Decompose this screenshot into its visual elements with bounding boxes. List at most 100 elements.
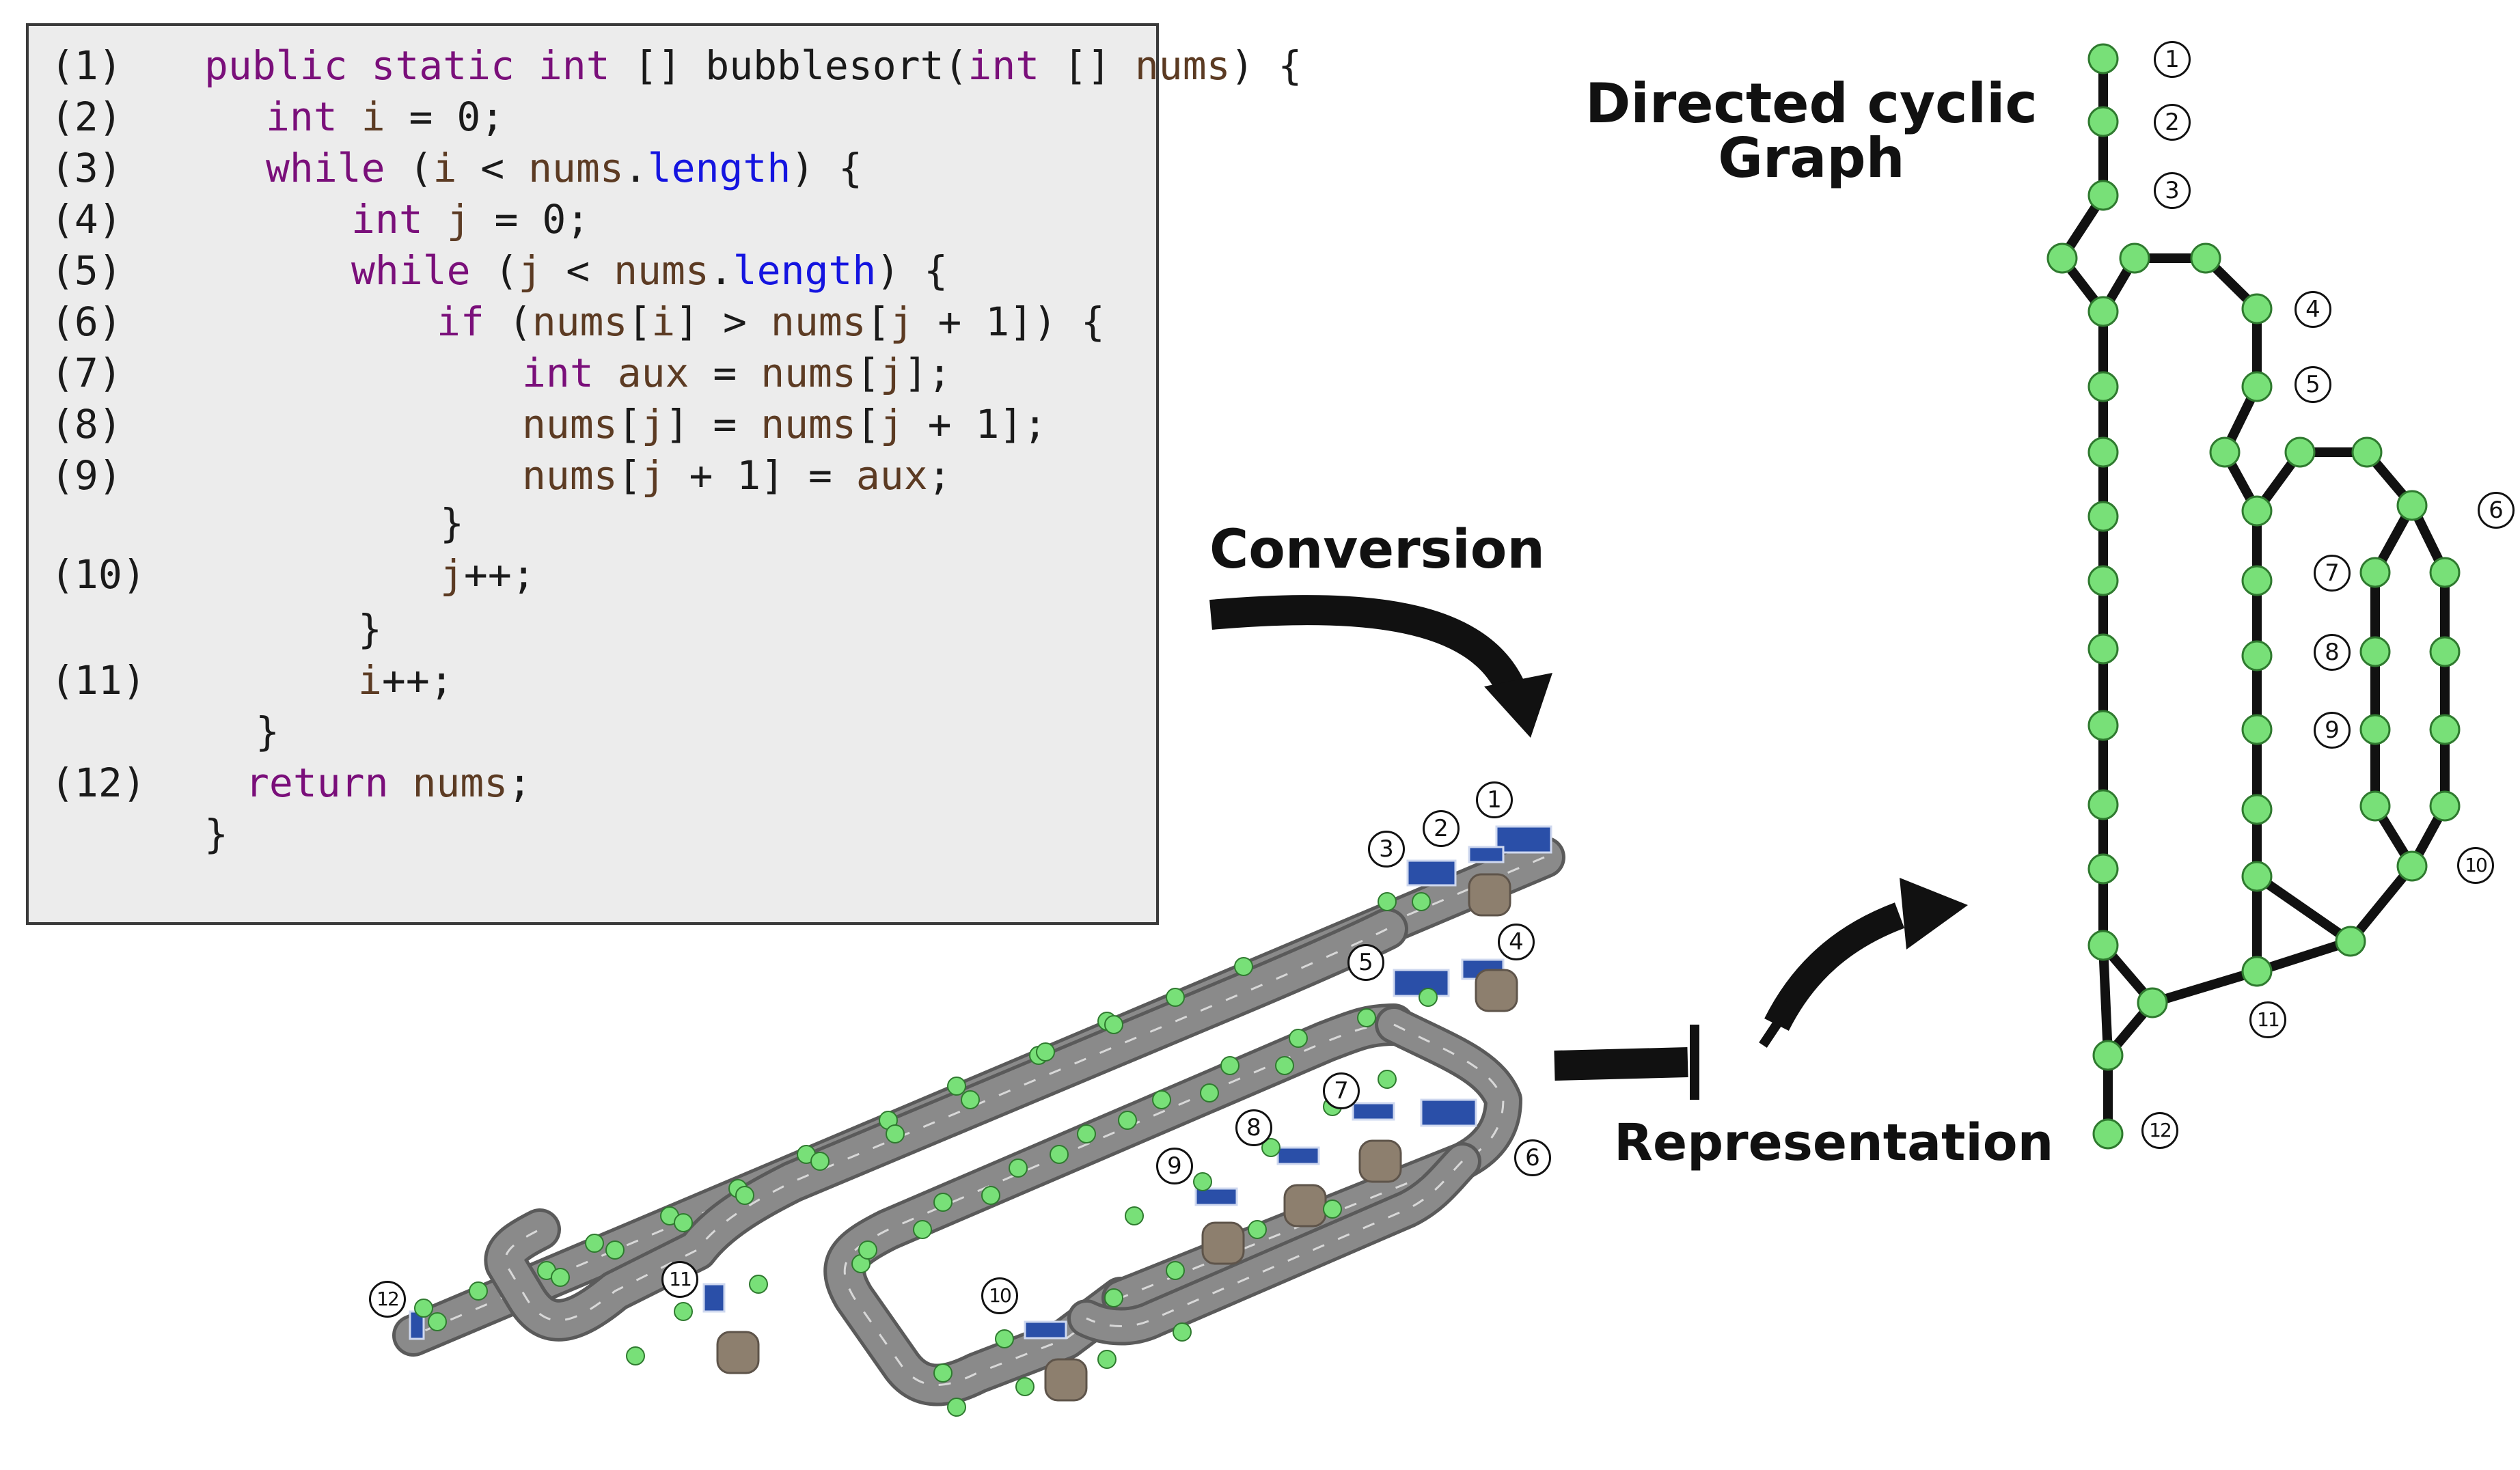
track-tunnel: [1468, 873, 1511, 917]
track-node: [913, 1220, 932, 1239]
graph-node: [2429, 790, 2461, 822]
track-node: [947, 1398, 966, 1417]
track-node: [981, 1186, 1000, 1205]
code-token: =: [689, 350, 761, 396]
code-line: (4)int j = 0;: [29, 194, 1156, 245]
code-line: (3)while (i < nums.length) {: [29, 143, 1156, 194]
code-token: [: [855, 401, 880, 447]
track-node: [749, 1275, 768, 1294]
graph-number-1: 1: [2154, 41, 2191, 78]
track-node: [933, 1193, 953, 1212]
track-number-7: 7: [1323, 1072, 1360, 1109]
track-number-8: 8: [1235, 1109, 1272, 1146]
graph-node: [2359, 557, 2391, 588]
code-token: .: [709, 247, 733, 294]
graph-node: [2137, 987, 2168, 1018]
graph-number-10: 10: [2457, 847, 2494, 884]
graph-node: [2087, 710, 2119, 741]
track-sign: [1495, 825, 1552, 854]
graph-edge: [2148, 967, 2262, 1008]
track-sign: [1352, 1102, 1395, 1121]
code-token: j: [890, 299, 914, 345]
track-number-2: 2: [1423, 810, 1460, 847]
code-line-number: (9): [51, 452, 122, 499]
track-sign: [702, 1283, 726, 1313]
code-token: length: [647, 145, 791, 191]
track-number-6: 6: [1514, 1139, 1551, 1176]
track-node: [428, 1312, 447, 1331]
track-sign: [1393, 969, 1450, 997]
track-node: [1193, 1172, 1212, 1191]
track-node: [674, 1302, 693, 1321]
code-line-text: public static int [] bubblesort(int [] n…: [204, 40, 1302, 92]
track-node: [1378, 892, 1397, 911]
code-token: int: [266, 94, 361, 140]
code-token: ++;: [463, 551, 536, 598]
graph-node: [2429, 557, 2461, 588]
track-node: [1289, 1029, 1308, 1048]
code-token: <: [542, 247, 614, 294]
graph-node: [2241, 495, 2273, 527]
code-line: (2)int i = 0;: [29, 92, 1156, 143]
code-token: return: [245, 760, 413, 806]
graph-number-12: 12: [2141, 1112, 2178, 1149]
code-token: [: [627, 299, 652, 345]
code-line: }: [29, 604, 1156, 655]
code-line: (12)return nums;: [29, 758, 1156, 809]
code-token: nums: [761, 350, 856, 396]
track-node: [1015, 1377, 1035, 1396]
graph-node: [2087, 633, 2119, 665]
graph-node: [2351, 436, 2383, 468]
code-token: j: [641, 401, 666, 447]
code-line-number: (3): [51, 145, 122, 191]
code-panel: (1)public static int [] bubblesort(int […: [26, 23, 1302, 925]
graph-number-8: 8: [2314, 634, 2351, 671]
code-token: (: [470, 247, 519, 294]
code-token: while: [266, 145, 385, 191]
code-token: [: [866, 299, 890, 345]
track-node: [1104, 1015, 1123, 1034]
code-token: = 0;: [470, 196, 590, 242]
code-token: }: [440, 500, 464, 546]
code-token: ;: [508, 760, 532, 806]
track-node: [1248, 1220, 1267, 1239]
track-node: [1275, 1056, 1294, 1075]
code-token: ];: [903, 350, 952, 396]
track-node: [1323, 1199, 1342, 1219]
code-token: [: [617, 401, 642, 447]
code-token: ] =: [665, 401, 761, 447]
code-token: ) {: [791, 145, 863, 191]
code-token: i: [361, 94, 385, 140]
graph-node: [2284, 436, 2316, 468]
code-token: [: [617, 452, 642, 499]
track-tunnel: [1044, 1358, 1088, 1402]
code-line: }: [29, 809, 1156, 860]
code-token: j: [641, 452, 666, 499]
code-line-text: int aux = nums[j];: [522, 348, 952, 399]
track-tunnel: [1475, 969, 1518, 1012]
code-line-text: }: [440, 498, 464, 549]
track-number-9: 9: [1156, 1148, 1193, 1184]
graph-node: [2241, 861, 2273, 892]
track-number-11: 11: [661, 1261, 698, 1298]
code-token: j: [440, 551, 464, 598]
graph-node: [2359, 714, 2391, 745]
graph-node: [2429, 714, 2461, 745]
code-token: int: [351, 196, 447, 242]
track-node: [735, 1186, 754, 1205]
code-line-text: i++;: [358, 655, 454, 706]
graph-node: [2087, 436, 2119, 468]
track-node: [1378, 1070, 1397, 1089]
code-line-number: (11): [51, 657, 146, 704]
track-node: [1036, 1042, 1055, 1062]
track-lane-marking: [504, 928, 1388, 1322]
code-line-number: (12): [51, 760, 146, 806]
code-line-text: if (nums[i] > nums[j + 1]) {: [437, 296, 1105, 348]
code-token: j: [446, 196, 471, 242]
graph-number-6: 6: [2478, 492, 2515, 529]
track-node: [585, 1234, 604, 1253]
graph-node: [2241, 565, 2273, 596]
code-token: }: [204, 811, 228, 857]
code-line: (5)while (j < nums.length) {: [29, 245, 1156, 296]
